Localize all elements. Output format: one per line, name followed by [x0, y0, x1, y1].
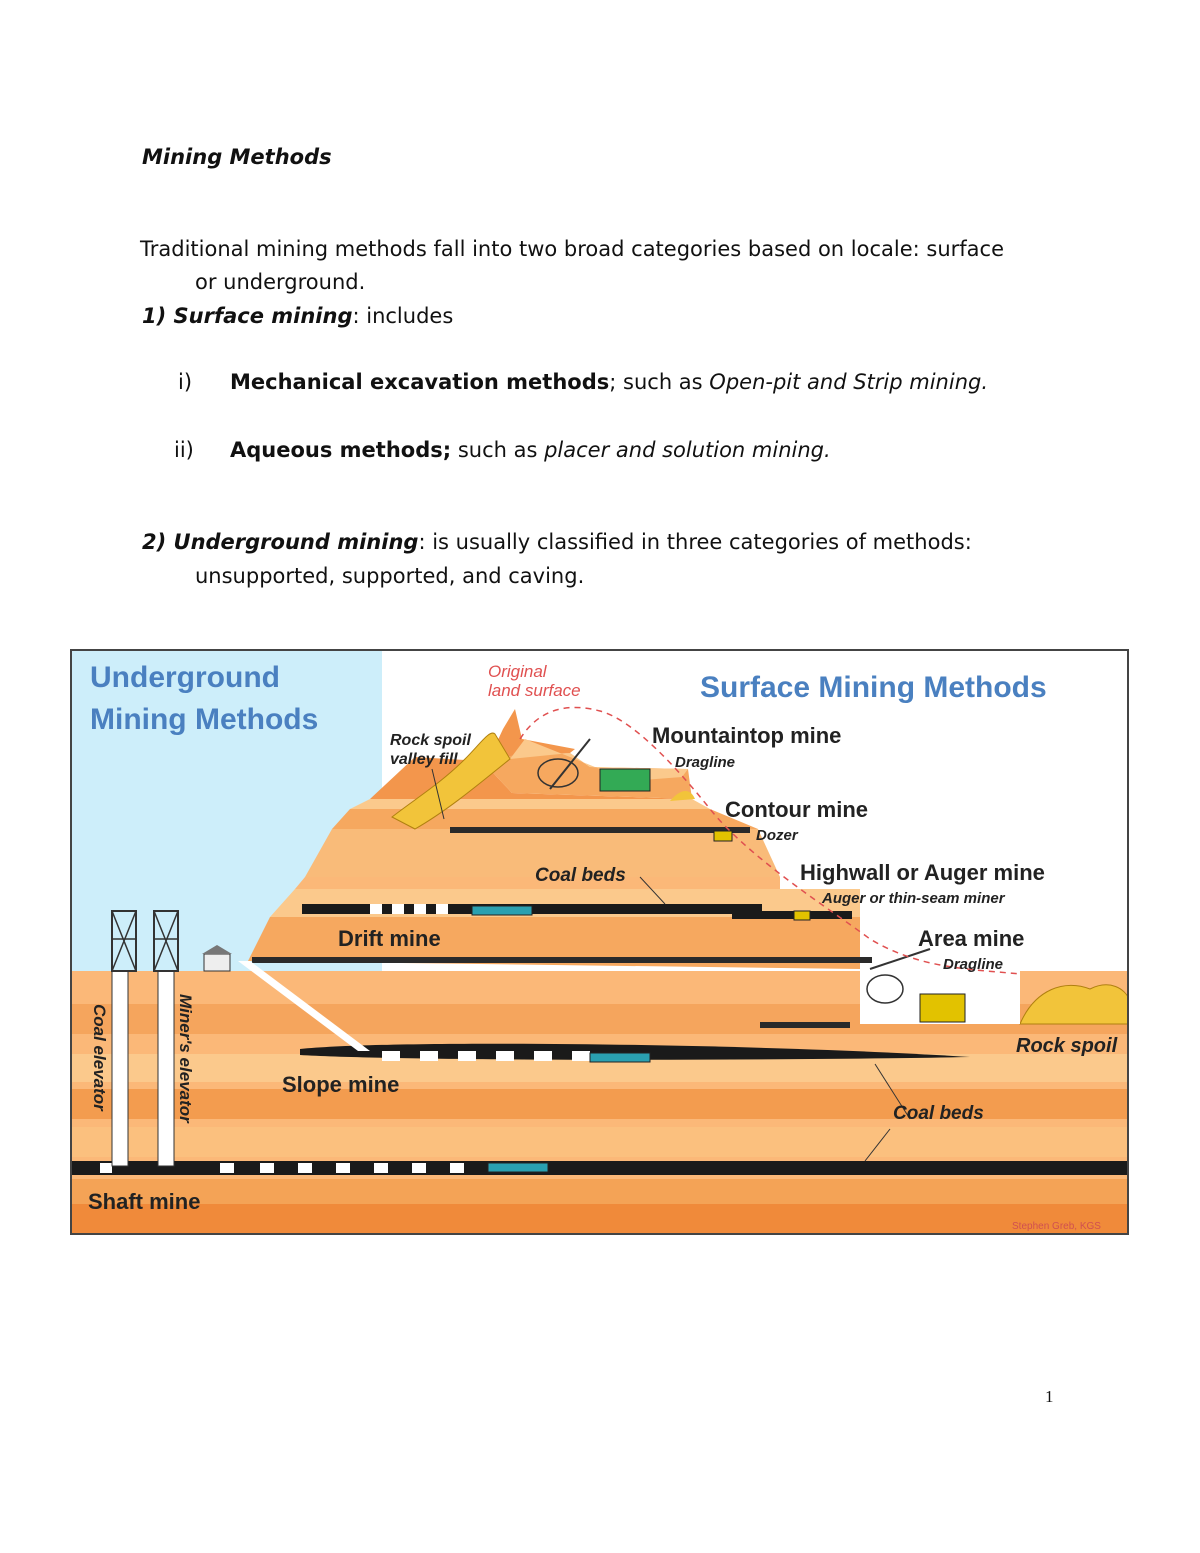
- surface-mining-rest: : includes: [352, 304, 454, 328]
- contour-mine-label: Contour mine: [725, 797, 868, 822]
- rock-spoil-area: [1019, 984, 1129, 1025]
- intro-line-1: Traditional mining methods fall into two…: [140, 237, 1005, 261]
- hill-layer: [490, 709, 575, 757]
- coal-bed: [450, 827, 750, 833]
- list-item-italic: Open-pit and Strip mining.: [709, 370, 989, 394]
- surface-mining-label: 1) Surface mining: [142, 304, 353, 328]
- hill-layer: [305, 829, 780, 877]
- underground-line-2: unsupported, supported, and caving.: [195, 564, 585, 588]
- list-item-number: ii): [174, 438, 194, 462]
- dozer-icon: [713, 830, 733, 842]
- original-land-surface-label: Original: [488, 662, 548, 681]
- underground-title: Underground: [90, 661, 280, 694]
- coal-bed: [70, 1161, 1129, 1175]
- mine-car-icon: [471, 905, 651, 1173]
- surface-mining-paragraph: 1) Surface mining: includes: [142, 304, 453, 328]
- highwall-mine-label: Highwall or Auger mine: [800, 860, 1045, 885]
- ground-layer: [70, 1179, 1129, 1204]
- list-item-mechanical: Mechanical excavation methods; such as O…: [230, 370, 988, 394]
- list-item-aqueous: Aqueous methods; such as placer and solu…: [230, 438, 831, 462]
- page-heading: Mining Methods: [142, 145, 332, 169]
- drift-tunnel: [370, 904, 448, 914]
- credit-label: Stephen Greb, KGS: [1012, 1221, 1101, 1232]
- leader-line: [874, 1063, 911, 1120]
- underground-mining-rest: : is usually classified in three categor…: [418, 530, 972, 554]
- coal-beds-label: Coal beds: [535, 865, 626, 886]
- original-land-surface-line: [519, 706, 1021, 975]
- rock-spoil-area-label: Rock spoil: [1016, 1035, 1118, 1057]
- highwall-sub-label: Auger or thin-seam miner: [821, 890, 1006, 907]
- list-item-plain: ; such as: [609, 370, 710, 394]
- area-mine-label: Area mine: [918, 926, 1024, 951]
- coal-bed: [732, 911, 852, 919]
- rock-spoil-valley-fill: [391, 732, 511, 830]
- slope-incline: [238, 961, 370, 1051]
- contour-dozer-label: Dozer: [756, 827, 799, 844]
- coal-beds-label: Coal beds: [893, 1103, 984, 1124]
- mining-methods-diagram: Underground Mining Methods Surface Minin…: [70, 649, 1129, 1235]
- list-item-bold: Aqueous methods;: [230, 438, 452, 462]
- slope-mine-label: Slope mine: [282, 1072, 399, 1097]
- ground-layer: [70, 1089, 1129, 1119]
- rock-spoil-label: Rock spoil: [390, 732, 471, 749]
- headframe-icon: [111, 910, 137, 972]
- diagram-border: [70, 649, 1129, 1235]
- list-item-italic: placer and solution mining.: [544, 438, 831, 462]
- original-land-surface-label: land surface: [488, 681, 581, 700]
- drift-mine-label: Drift mine: [338, 926, 441, 951]
- rock-spoil-label: valley fill: [390, 751, 458, 768]
- leader-line: [864, 1128, 891, 1162]
- underground-mining-paragraph: 2) Underground mining: is usually classi…: [142, 530, 972, 554]
- shaft-mine-label: Shaft mine: [88, 1189, 200, 1214]
- auger-miner-icon: [793, 910, 811, 921]
- underground-mining-label: 2) Underground mining: [142, 530, 419, 554]
- list-item-number: i): [178, 370, 193, 394]
- miners-elevator-label: Miner's elevator: [176, 994, 195, 1124]
- coal-bed: [760, 1022, 850, 1028]
- dragline-icon: [537, 738, 651, 792]
- coal-elevator-shaft: [111, 970, 129, 1167]
- intro-line-2: or underground.: [195, 270, 366, 294]
- miners-elevator-shaft: [157, 970, 175, 1167]
- rock-spoil-mountaintop: [670, 790, 695, 801]
- area-dragline-label: Dragline: [943, 956, 1003, 973]
- surface-title: Surface Mining Methods: [700, 671, 1047, 704]
- coal-elevator-label: Coal elevator: [90, 1004, 109, 1112]
- hill-layer: [248, 917, 860, 969]
- underground-title: Mining Methods: [90, 703, 318, 736]
- coal-bed: [252, 957, 872, 963]
- shaft-tunnel: [100, 1163, 464, 1173]
- leader-line: [639, 876, 666, 905]
- slope-tunnel: [382, 1051, 590, 1061]
- mountaintop-mine-label: Mountaintop mine: [652, 723, 841, 748]
- building-icon: [203, 953, 231, 972]
- ground-layer: [70, 1127, 1129, 1157]
- dragline-icon: [866, 948, 966, 1023]
- headframe-icon: [153, 910, 179, 972]
- page-number: 1: [1045, 1387, 1054, 1406]
- ground-layer: [70, 1204, 1129, 1235]
- leader-line: [431, 768, 445, 820]
- mountaintop-dragline-label: Dragline: [675, 754, 735, 771]
- list-item-bold: Mechanical excavation methods: [230, 370, 610, 394]
- hill-layer: [295, 877, 780, 889]
- list-item-plain: such as: [451, 438, 545, 462]
